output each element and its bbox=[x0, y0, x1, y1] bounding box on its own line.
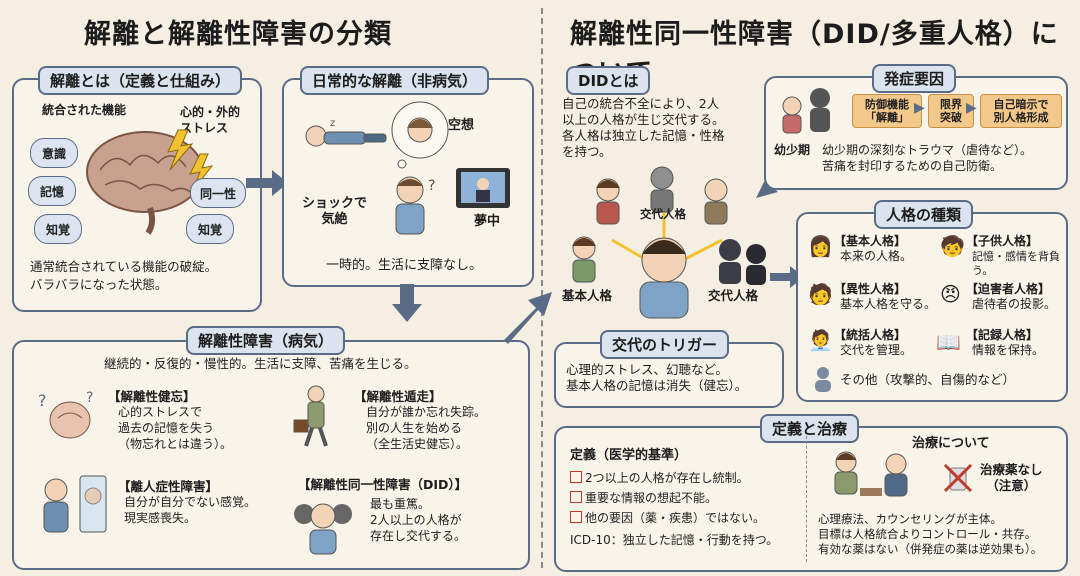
type-child-title: 【子供人格】 bbox=[966, 234, 1039, 248]
cause-period: 幼少期 bbox=[774, 143, 811, 157]
label-alter-2: 交代人格 bbox=[708, 288, 759, 303]
trigger-desc: 心理的ストレス、幻聴など。 基本人格の記憶は消失（健忘）。 bbox=[566, 362, 748, 393]
nichijo-desc: 一時的。生活に支障なし。 bbox=[326, 258, 483, 273]
personalities-illustration bbox=[572, 166, 766, 319]
persecutor-icon: 😠 bbox=[940, 282, 961, 306]
checkbox-icon bbox=[570, 511, 582, 523]
criterion-3: 他の要因（薬・疾患）ではない。 bbox=[570, 510, 765, 526]
child-shadow-icon bbox=[782, 88, 830, 134]
icd-note: ICD-10：独立した記憶・行動を持つ。 bbox=[570, 533, 779, 547]
cause-desc: 幼少期の深刻なトラウマ（虐待など）。 苦痛を封印するための自己防衛。 bbox=[822, 143, 1033, 173]
depers-title: 【離人症性障害】 bbox=[118, 479, 219, 494]
brain-illustration bbox=[86, 129, 214, 235]
cause-step-2: 限界 突破 bbox=[928, 94, 974, 128]
func-kioku: 記憶 bbox=[28, 176, 76, 206]
label-alter-1: 交代人格 bbox=[640, 207, 686, 221]
arrow-diagonal-icon bbox=[504, 292, 552, 344]
cause-step-1: 防御機能 「解離」 bbox=[852, 94, 922, 128]
arrow-step-1-icon: ▶ bbox=[914, 100, 925, 116]
func-doitsusei: 同一性 bbox=[190, 178, 246, 208]
kairi-desc: 通常統合されている機能の破綻。 バラバラになった状態。 bbox=[30, 259, 218, 292]
walking-man-icon bbox=[293, 385, 328, 447]
mirror-person-icon bbox=[43, 475, 107, 533]
arrow-right-icon bbox=[246, 170, 288, 196]
no-drug-icon bbox=[943, 463, 973, 493]
criterion-2: 重要な情報の想起不能。 bbox=[570, 490, 717, 506]
panel-title-treatment: 定義と治療 bbox=[760, 414, 860, 443]
type-pers-desc: 虐待者の投影。 bbox=[972, 297, 1057, 311]
type-record-desc: 情報を保持。 bbox=[972, 343, 1045, 357]
type-admin-title: 【統括人格】 bbox=[834, 328, 907, 342]
book-icon: 📖 bbox=[936, 330, 961, 354]
panel-title-kairi-towa: 解離とは（定義と仕組み） bbox=[38, 66, 243, 95]
type-pers-title: 【迫害者人格】 bbox=[966, 282, 1051, 296]
label-host: 基本人格 bbox=[562, 288, 613, 303]
func-ishiki: 意識 bbox=[30, 138, 78, 168]
treat-desc: 心理療法、カウンセリングが主体。 目標は人格統合よりコントロール・共存。 有効な… bbox=[818, 512, 1043, 556]
arrow-to-types-icon bbox=[770, 266, 804, 288]
opposite-sex-icon: 🧑 bbox=[808, 282, 833, 306]
label-kuso: 空想 bbox=[448, 118, 475, 133]
fugue-desc: 自分が誰か忘れ失踪。 別の人生を始める （全生活史健忘）。 bbox=[366, 405, 487, 451]
type-admin-desc: 交代を管理。 bbox=[840, 343, 913, 357]
treatment-divider bbox=[806, 436, 807, 562]
woman-icon: 👩 bbox=[808, 234, 833, 258]
def-title: 定義（医学的基準） bbox=[570, 448, 688, 463]
nodrug-note: 治療薬なし （注意） bbox=[980, 462, 1043, 493]
arrow-step-2-icon: ▶ bbox=[966, 100, 977, 116]
type-basic-desc: 本来の人格。 bbox=[840, 249, 913, 263]
arrow-down-icon bbox=[392, 284, 422, 322]
did-towa-desc: 自己の統合不全により、2人 以上の人格が生じ交代する。 各人格は独立した記憶・性… bbox=[562, 96, 725, 159]
type-opp-desc: 基本人格を守る。 bbox=[840, 297, 937, 311]
criterion-1: 2つ以上の人格が存在し統制。 bbox=[570, 470, 749, 486]
head-question-icon: ? ? bbox=[38, 390, 93, 439]
child-icon: 🧒 bbox=[940, 234, 965, 258]
type-record-title: 【記録人格】 bbox=[966, 328, 1039, 342]
func-chikaku-2: 知覚 bbox=[186, 214, 234, 244]
panel-title-nichijo: 日常的な解離（非病気） bbox=[300, 66, 490, 95]
treat-title: 治療について bbox=[912, 436, 990, 451]
svg-text:?: ? bbox=[428, 178, 435, 194]
depers-desc: 自分が自分でない感覚。 現実感喪失。 bbox=[124, 495, 257, 525]
fugue-title: 【解離性遁走】 bbox=[354, 389, 442, 404]
label-stress: 心的・外的 ストレス bbox=[180, 105, 241, 135]
person-silhouette-icon bbox=[815, 367, 831, 392]
did-desc-left: 最も重篤。 2人以上の人格が 存在し交代する。 bbox=[370, 497, 467, 543]
svg-text:z: z bbox=[330, 118, 335, 129]
panel-title-did-towa: DIDとは bbox=[566, 66, 651, 95]
amnesia-title: 【解離性健忘】 bbox=[108, 389, 196, 404]
panel-title-types: 人格の種類 bbox=[874, 200, 974, 229]
checkbox-icon bbox=[570, 491, 582, 503]
label-muchu: 夢中 bbox=[474, 214, 501, 229]
did-title-left: 【解離性同一性障害（DID）】 bbox=[298, 477, 468, 492]
type-other: その他（攻撃的、自傷的など） bbox=[840, 372, 1016, 387]
daily-dissociation-illustration: z ? bbox=[305, 101, 510, 235]
left-title: 解離と解離性障害の分類 bbox=[84, 19, 392, 50]
amnesia-desc: 心的ストレスで 過去の記憶を失う （物忘れとは違う）。 bbox=[118, 405, 233, 451]
label-shock: ショックで 気絶 bbox=[302, 196, 368, 227]
svg-text:?: ? bbox=[38, 391, 47, 410]
panel-title-cause: 発症要因 bbox=[872, 64, 957, 93]
cause-step-3: 自己暗示で 別人格形成 bbox=[980, 94, 1062, 128]
counseling-icon bbox=[834, 451, 908, 497]
svg-text:?: ? bbox=[86, 390, 93, 406]
label-integrated: 統合された機能 bbox=[42, 103, 127, 117]
disorders-summary: 継続的・反復的・慢性的。生活に支障、苦痛を生じる。 bbox=[104, 356, 417, 371]
type-basic-title: 【基本人格】 bbox=[834, 234, 907, 248]
checkbox-icon bbox=[570, 471, 582, 483]
manager-icon: 🧑‍💼 bbox=[808, 328, 833, 352]
type-opp-title: 【異性人格】 bbox=[834, 282, 907, 296]
type-child-desc: 記憶・感情を背負う。 bbox=[972, 250, 1060, 277]
shadow-selves-icon bbox=[294, 503, 352, 555]
center-divider bbox=[541, 8, 543, 568]
panel-title-trigger: 交代のトリガー bbox=[600, 330, 730, 359]
panel-title-disorders: 解離性障害（病気） bbox=[186, 326, 346, 355]
func-chikaku-1: 知覚 bbox=[34, 214, 82, 244]
